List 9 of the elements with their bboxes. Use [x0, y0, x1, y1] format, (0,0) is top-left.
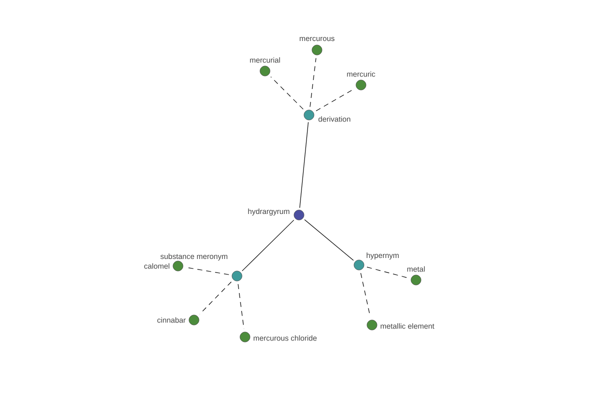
connector	[304, 219, 354, 261]
connector	[186, 267, 230, 275]
connector	[310, 58, 316, 108]
connector	[270, 76, 304, 110]
connector	[299, 122, 309, 208]
connector	[238, 284, 244, 330]
connector	[242, 220, 294, 272]
connector	[316, 88, 354, 112]
connector	[366, 266, 408, 278]
